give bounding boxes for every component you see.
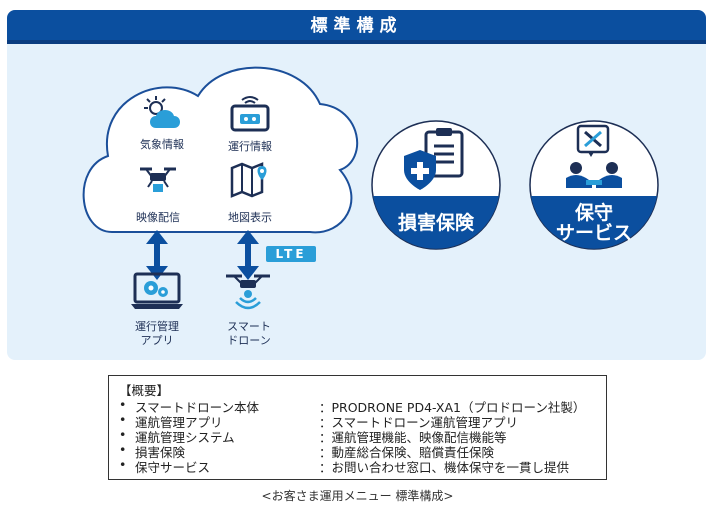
tablet-icon [230,96,270,132]
bullet: • [119,457,127,472]
bullet: • [119,442,127,457]
overview-value: ：運航管理機能、映像配信機能等 [319,430,507,445]
overview-row: • 損害保険 ：動産総合保険、賠償責任保険 [109,442,606,460]
overview-key: 損害保険 [135,445,186,460]
overview-box: 【概要】 • スマートドローン本体 ：PRODRONE PD4-XA1（プロドロ… [108,375,607,480]
overview-value: ：お問い合わせ窓口、機体保守を一貫し提供 [319,460,570,475]
insurance-label: 損害保険 [397,212,474,234]
drone-arrow-icon [237,230,259,280]
figure-caption: <お客さま運用メニュー 標準構成> [261,489,454,503]
bullet: • [119,427,127,442]
cloud-item-label: 運行情報 [228,140,272,153]
smart-drone-icon [226,274,270,310]
overview-row: • 運航管理システム ：運航管理機能、映像配信機能等 [109,427,606,445]
overview-key: 保守サービス [135,460,211,475]
overview-row: • 運航管理アプリ ：スマートドローン運航管理アプリ [109,412,606,430]
cloud-item-label: 地図表示 [228,211,272,224]
header-title: 標準構成 [7,10,706,44]
weather-icon [144,96,180,128]
drone-video-icon [140,167,176,192]
insurance-circle [371,120,501,250]
cloud-item-label: 映像配信 [136,211,180,224]
laptop-icon [131,272,183,309]
overview-value: ：動産総合保険、賠償責任保険 [319,445,495,460]
shield-clipboard-icon [404,128,464,190]
map-icon [230,162,267,198]
overview-row: • スマートドローン本体 ：PRODRONE PD4-XA1（プロドローン社製） [109,397,606,415]
app-label-line2: アプリ [140,334,174,347]
cloud-item-label: 気象情報 [140,138,184,151]
lte-badge: LTE [266,246,316,262]
overview-row: • 保守サービス ：お問い合わせ窓口、機体保守を一貫し提供 [109,457,606,475]
overview-value: ：スマートドローン運航管理アプリ [319,415,519,430]
drone-label-line2: ドローン [227,334,271,347]
overview-key: 運航管理アプリ [135,415,223,430]
overview-key: 運航管理システム [135,430,235,445]
overview-title: 【概要】 [119,383,170,398]
overview-key: スマートドローン本体 [135,400,260,415]
bullet: • [119,397,127,412]
overview-value: ：PRODRONE PD4-XA1（プロドローン社製） [319,400,586,415]
bullet: • [119,412,127,427]
drone-label-line1: スマート [227,320,271,333]
app-label-line1: 運行管理 [135,320,179,333]
maintenance-label-line2: サービス [555,222,632,244]
cloud-shape [82,66,359,234]
maintenance-label-line1: 保守 [574,202,613,224]
support-tools-icon [566,124,622,188]
